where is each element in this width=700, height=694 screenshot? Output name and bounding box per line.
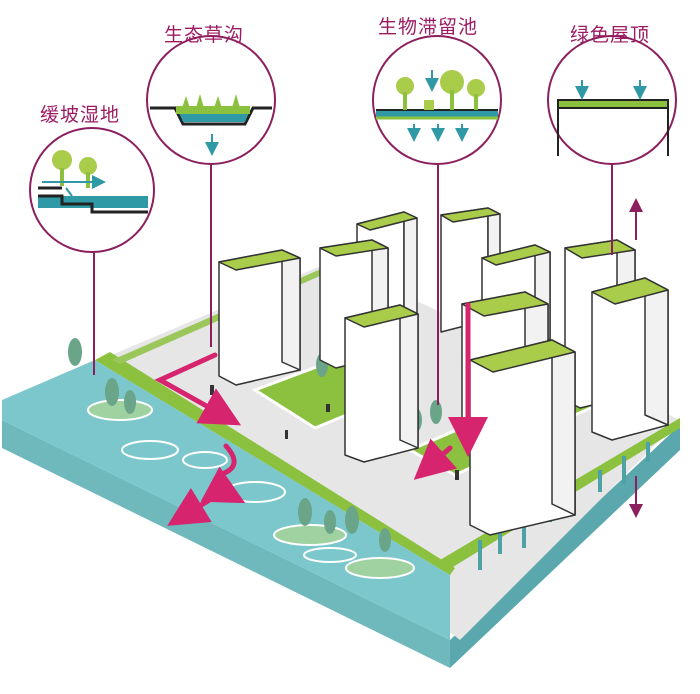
callout-eco-swale bbox=[146, 35, 276, 165]
building-front-left bbox=[344, 304, 419, 463]
callout-green-roof bbox=[547, 35, 677, 165]
label-slope-wetland: 缓坡湿地 bbox=[40, 104, 121, 126]
callout-slope-wetland bbox=[29, 127, 155, 253]
callout-lines bbox=[93, 160, 613, 405]
label-eco-swale: 生态草沟 bbox=[164, 24, 245, 46]
buildings bbox=[218, 207, 669, 536]
bioretention-outflow-arrow bbox=[413, 438, 457, 480]
building-far-right bbox=[591, 277, 669, 441]
building-front-right-tall bbox=[469, 339, 576, 536]
label-bioretention: 生物滞留池 bbox=[378, 16, 479, 38]
flow-arrows bbox=[154, 302, 488, 526]
building-left-1 bbox=[218, 249, 301, 386]
street-runoff-arrow bbox=[154, 352, 242, 426]
riverbank-trees bbox=[68, 338, 391, 552]
river-outflow-arrow bbox=[167, 487, 219, 526]
callout-bioretention bbox=[372, 35, 502, 165]
wetland-flow-arrow bbox=[200, 443, 246, 504]
label-green-roof: 绿色屋顶 bbox=[570, 24, 651, 46]
